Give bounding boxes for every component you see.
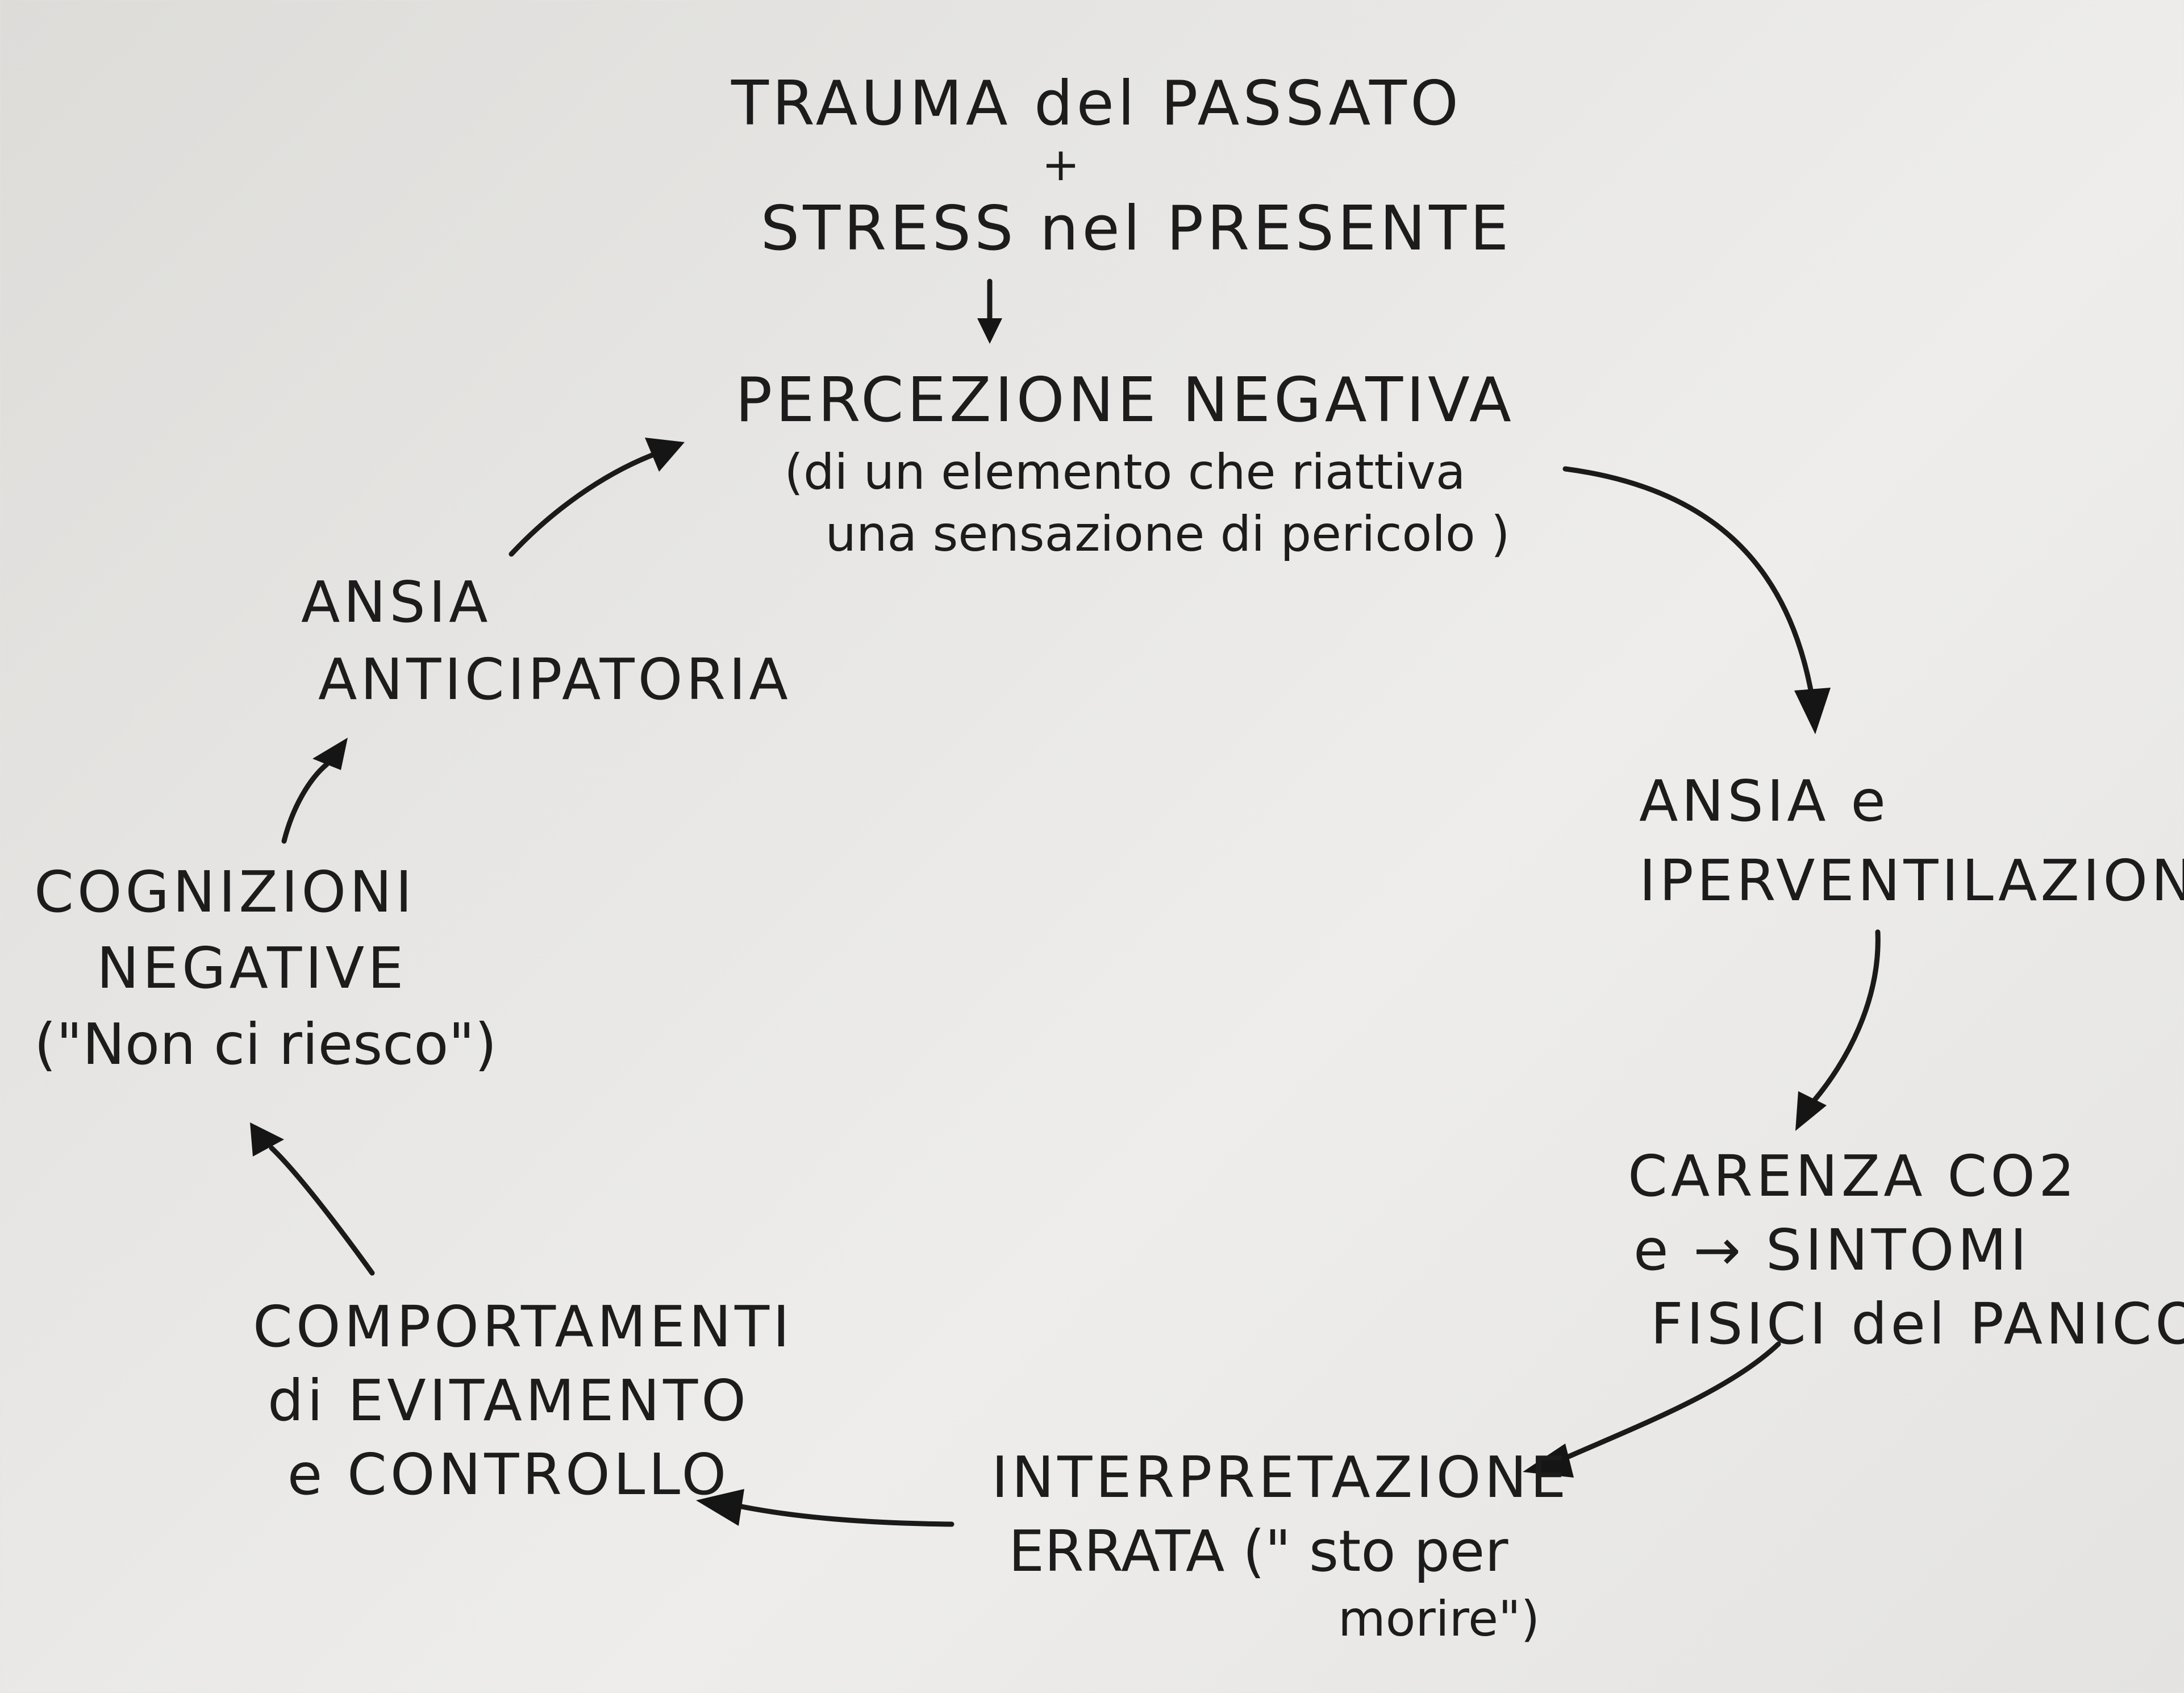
misinterpretation-node: INTERPRETAZIONE ERRATA (" sto per morire… xyxy=(991,1444,1569,1649)
trigger-plus: + xyxy=(1041,138,1083,191)
avoidance-line3: e CONTROLLO xyxy=(287,1441,730,1508)
co2-line2: e → SINTOMI xyxy=(1633,1217,2031,1283)
arrow-avoidance-to-cognitions xyxy=(250,1122,375,1276)
anxiety-line2: IPERVENTILAZIONE xyxy=(1639,847,2184,914)
cognitions-line1: COGNIZIONI xyxy=(34,859,416,925)
perception-title: PERCEZIONE NEGATIVA xyxy=(735,365,1515,436)
cognitions-line3: ("Non ci riesco") xyxy=(34,1011,497,1078)
trigger-line-past-trauma: TRAUMA del PASSATO xyxy=(731,68,1462,139)
trigger-line-present-stress: STRESS nel PRESENTE xyxy=(760,193,1512,264)
cognitions-line2: NEGATIVE xyxy=(97,935,407,1001)
anticipatory-anxiety-node: ANSIA ANTICIPATORIA xyxy=(301,568,791,714)
misinterpretation-line2: ERRATA (" sto per xyxy=(1008,1518,1508,1584)
anxiety-line1: ANSIA e xyxy=(1639,768,1889,834)
co2-line3: FISICI del PANICO xyxy=(1650,1291,2184,1357)
trigger-node: TRAUMA del PASSATO + STRESS nel PRESENTE xyxy=(670,67,1523,265)
arrow-co2-to-misinterpretation xyxy=(1523,1341,1781,1478)
perception-line2: una sensazione di pericolo ) xyxy=(825,505,1510,563)
anticipatory-line1: ANSIA xyxy=(301,569,491,635)
arrow-anxiety-to-co2 xyxy=(1795,929,1881,1131)
perception-line1: (di un elemento che riattiva xyxy=(784,443,1466,501)
co2-line1: CARENZA CO2 xyxy=(1628,1143,2078,1209)
avoidance-node: COMPORTAMENTI di EVITAMENTO e CONTROLLO xyxy=(253,1293,793,1509)
co2-deficit-node: CARENZA CO2 e → SINTOMI FISICI del PANIC… xyxy=(1628,1142,2184,1358)
arrow-cognitions-to-anticipatory xyxy=(281,738,348,844)
misinterpretation-line3: morire") xyxy=(1338,1591,1540,1648)
perception-node: PERCEZIONE NEGATIVA (di un elemento che … xyxy=(727,364,1523,564)
avoidance-line1: COMPORTAMENTI xyxy=(253,1293,793,1360)
arrow-trigger-to-perception xyxy=(977,278,1002,344)
arrow-misinterpretation-to-avoidance xyxy=(696,1489,955,1527)
avoidance-line2: di EVITAMENTO xyxy=(268,1367,749,1434)
anxiety-hyperventilation-node: ANSIA e IPERVENTILAZIONE xyxy=(1639,767,2184,915)
negative-cognitions-node: COGNIZIONI NEGATIVE ("Non ci riesco") xyxy=(34,858,497,1079)
anticipatory-line2: ANTICIPATORIA xyxy=(318,646,791,713)
misinterpretation-line1: INTERPRETAZIONE xyxy=(991,1444,1570,1511)
arrow-perception-to-anxiety xyxy=(1562,466,1831,734)
arrow-anticipatory-to-perception xyxy=(509,438,685,557)
